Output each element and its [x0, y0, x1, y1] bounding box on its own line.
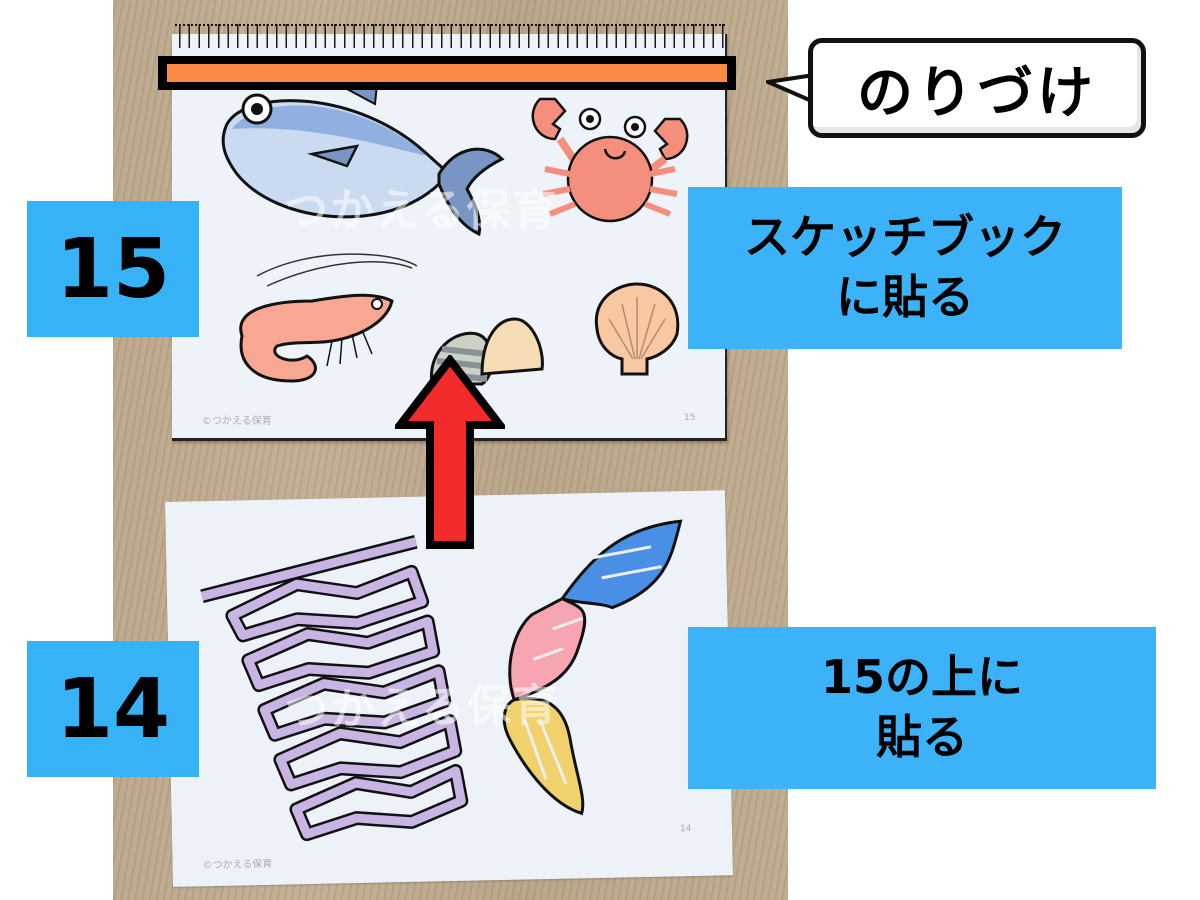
fish-illustration	[221, 84, 505, 237]
scallop-illustration	[594, 282, 680, 376]
page-number: 14	[679, 824, 692, 835]
crab-illustration	[531, 97, 689, 223]
watermark: つかえる保育	[283, 679, 560, 737]
instruction-line-2: に貼る	[836, 270, 974, 324]
page-15-badge: 15	[27, 201, 199, 337]
sketchbook-page-15: つかえる保育 ©つかえる保育 15	[172, 34, 727, 441]
page-14-instruction: 15の上に 貼る	[688, 627, 1156, 789]
glue-speech-bubble: のりづけ	[808, 38, 1146, 138]
page-credit: ©つかえる保育	[202, 858, 273, 872]
glue-area	[167, 64, 727, 82]
loose-sheet-page-14: つかえる保育 ©つかえる保育 14	[165, 490, 733, 887]
shell-illustration	[480, 317, 544, 376]
seaweed-ribbon-illustration	[502, 519, 683, 816]
shrimp-illustration	[239, 253, 418, 383]
instruction-line-1: 15の上に	[820, 650, 1023, 705]
watermark: つかえる保育	[284, 185, 559, 236]
glue-strip-highlight	[158, 56, 736, 90]
page-14-badge: 14	[27, 641, 199, 777]
arrow-up-icon	[395, 355, 505, 549]
instruction-line-2: 貼る	[876, 710, 968, 764]
page-credit: ©つかえる保育	[202, 416, 272, 427]
page-15-instruction: スケッチブック に貼る	[688, 187, 1122, 349]
instruction-line-1: スケッチブック	[744, 210, 1066, 265]
speech-bubble-tail	[766, 73, 815, 104]
page-number: 15	[684, 413, 696, 423]
fishing-net-illustration	[200, 534, 469, 842]
spiral-binding	[175, 24, 725, 48]
